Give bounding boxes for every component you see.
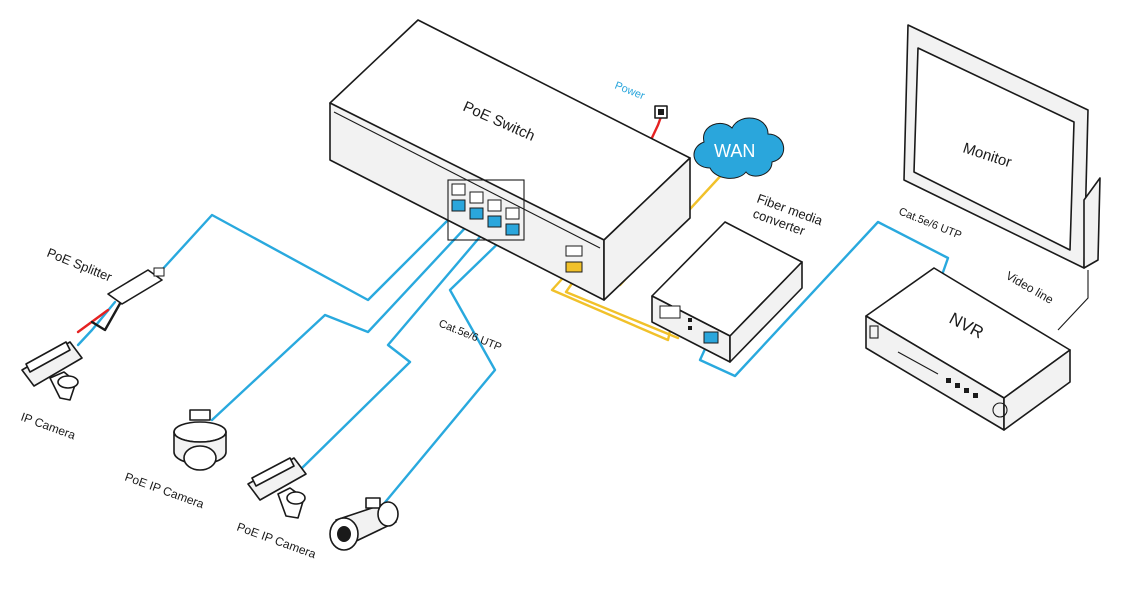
poe-splitter-icon bbox=[107, 267, 165, 305]
nvr-icon: NVR bbox=[865, 267, 1071, 431]
cable-box-camera bbox=[298, 216, 498, 472]
fiber-media-converter-icon bbox=[651, 221, 803, 363]
box-camera-icon bbox=[247, 457, 307, 519]
wan-label: WAN bbox=[714, 141, 755, 161]
video-line-label: Video line bbox=[1004, 268, 1057, 307]
cable-bullet-camera bbox=[380, 226, 516, 508]
ip-camera-label: IP Camera bbox=[19, 410, 78, 443]
poe-splitter-label: PoE Splitter bbox=[45, 245, 115, 285]
cable-splitter-dc bbox=[90, 298, 124, 332]
dome-camera-icon bbox=[173, 409, 227, 471]
switch-ports bbox=[447, 179, 583, 273]
dome-camera-label: PoE IP Camera bbox=[123, 470, 206, 512]
box-camera-label: PoE IP Camera bbox=[235, 520, 318, 562]
cable-nvr bbox=[698, 220, 950, 378]
bullet-camera-icon bbox=[329, 497, 399, 551]
monitor-icon: Monitor bbox=[903, 24, 1101, 269]
power-label: Power bbox=[613, 80, 647, 103]
poe-switch-icon: PoE Switch bbox=[329, 19, 691, 301]
power-adapter-icon bbox=[654, 105, 668, 119]
cat-utp-label-lower: Cat.5e/6 UTP bbox=[437, 318, 503, 354]
ip-camera-icon bbox=[21, 341, 83, 401]
cable-splitter-power bbox=[76, 308, 110, 334]
cable-splitter bbox=[158, 204, 464, 302]
cable-dome-camera bbox=[210, 210, 482, 422]
wan-cloud-icon: WAN bbox=[693, 117, 784, 179]
